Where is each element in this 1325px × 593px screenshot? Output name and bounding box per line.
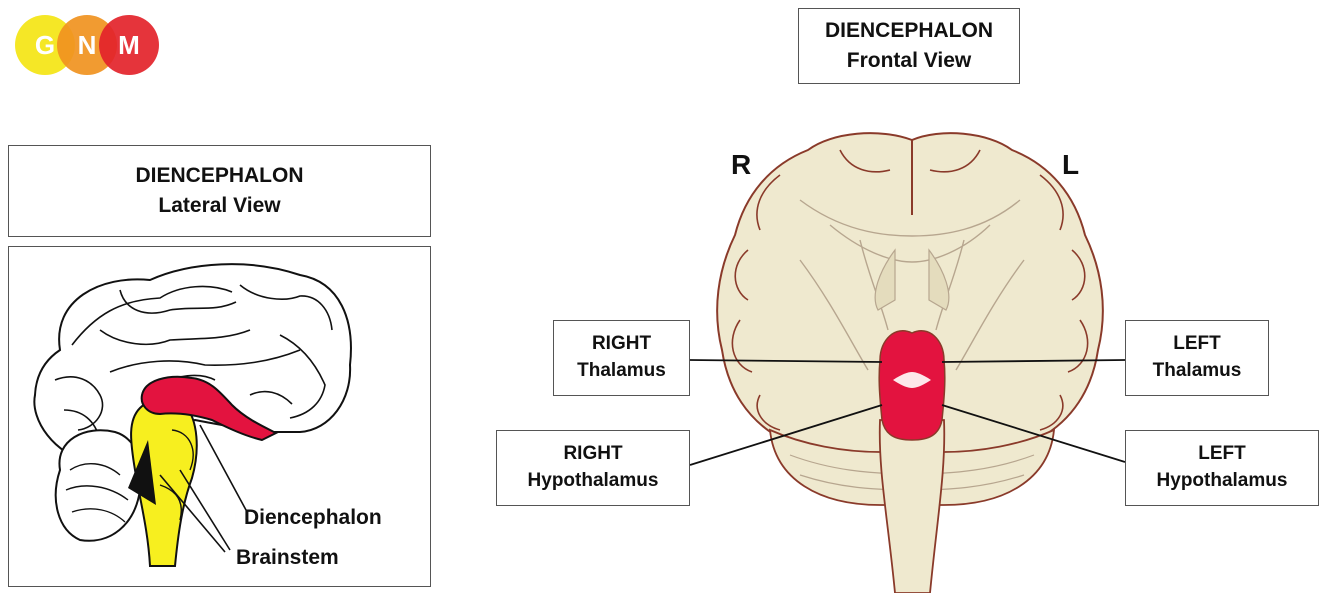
label-left-hypothalamus-line1: LEFT xyxy=(1198,441,1246,468)
label-right-thalamus: RIGHT Thalamus xyxy=(553,320,690,396)
label-right-thalamus-line1: RIGHT xyxy=(592,331,651,358)
label-left-thalamus: LEFT Thalamus xyxy=(1125,320,1269,396)
label-left-thalamus-line2: Thalamus xyxy=(1153,358,1242,385)
label-right-hypothalamus-line2: Hypothalamus xyxy=(528,468,659,495)
side-label-right: R xyxy=(731,149,751,181)
label-left-hypothalamus-line2: Hypothalamus xyxy=(1157,468,1288,495)
label-right-thalamus-line2: Thalamus xyxy=(577,358,666,385)
label-left-thalamus-line1: LEFT xyxy=(1173,331,1221,358)
label-right-hypothalamus: RIGHT Hypothalamus xyxy=(496,430,690,506)
side-label-left: L xyxy=(1062,149,1079,181)
label-right-hypothalamus-line1: RIGHT xyxy=(563,441,622,468)
label-left-hypothalamus: LEFT Hypothalamus xyxy=(1125,430,1319,506)
